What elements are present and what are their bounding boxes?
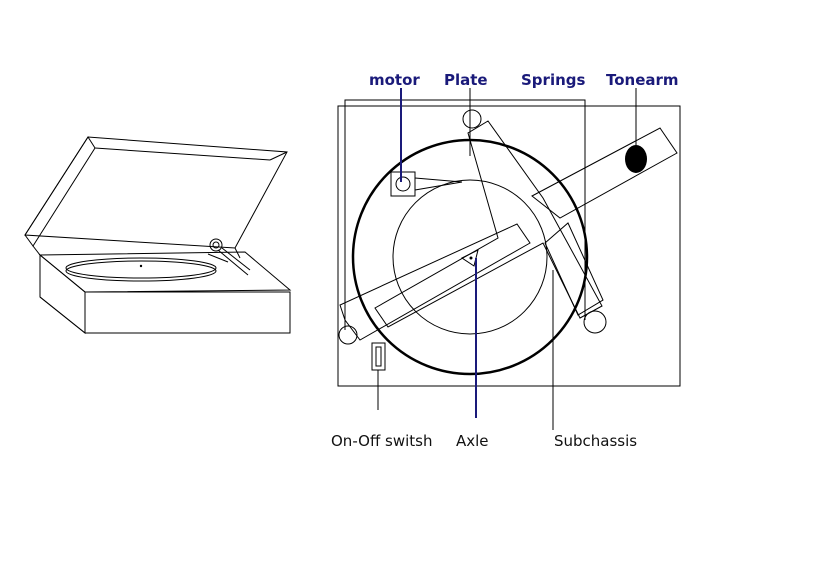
on-off-switch — [371, 342, 386, 371]
open-lid — [24, 136, 288, 259]
subchassis — [339, 120, 678, 341]
label-subchassis: Subchassis — [554, 432, 637, 450]
spring-left — [338, 325, 358, 345]
motor — [390, 171, 463, 197]
turntable-base — [38, 251, 292, 335]
label-axle: Axle — [456, 432, 489, 450]
label-plate: Plate — [444, 71, 488, 89]
springs-leader-frame — [344, 99, 586, 330]
tonearm-perspective — [207, 238, 251, 276]
spring-right — [583, 310, 607, 334]
label-springs: Springs — [521, 71, 585, 89]
platter-inner — [392, 179, 548, 335]
leader-lines — [377, 88, 637, 430]
label-tonearm: Tonearm — [606, 71, 679, 89]
turntable-perspective-illustration — [24, 136, 292, 335]
label-motor: motor — [369, 71, 420, 89]
label-onoff-switch: On-Off switsh — [331, 432, 433, 450]
plinth-outline — [337, 105, 681, 387]
platter-perspective — [65, 257, 217, 282]
turntable-top-view — [337, 99, 681, 387]
spring-top — [462, 109, 482, 129]
tonearm-counterweight — [625, 145, 647, 173]
